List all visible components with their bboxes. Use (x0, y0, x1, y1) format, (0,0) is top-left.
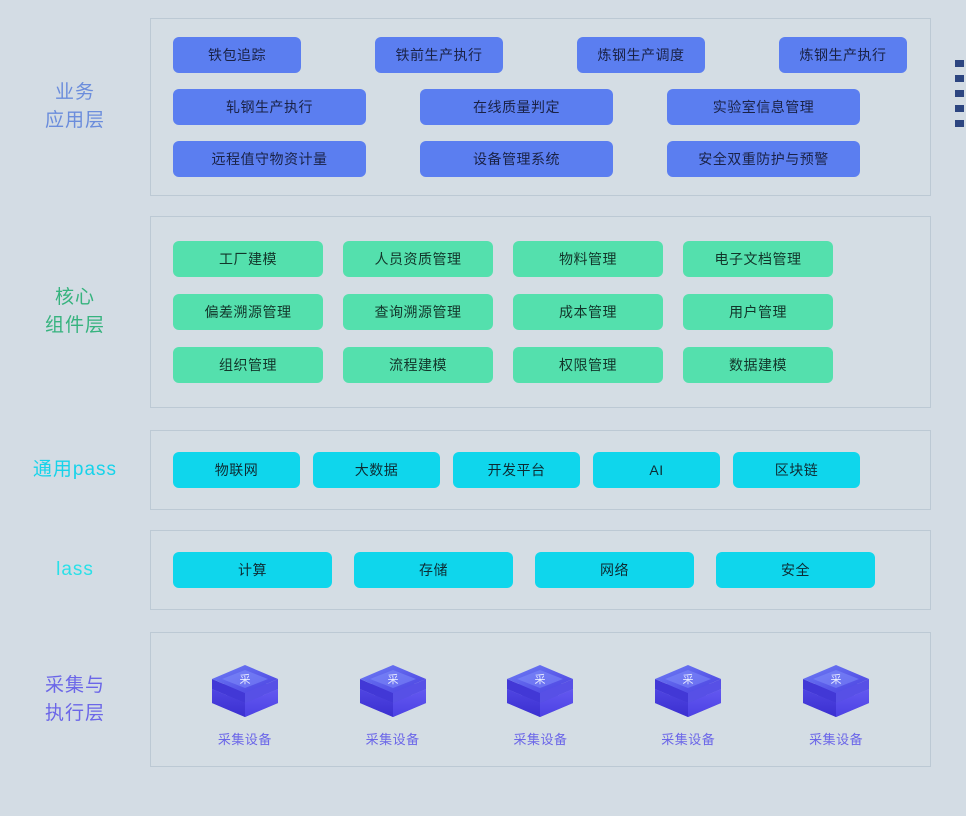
chip-anquan-shuangzhong-fanghu-yu-yujing[interactable]: 安全双重防护与预警 (667, 141, 860, 177)
layer-label-general-paas: 通用pass (32, 459, 118, 481)
device-item[interactable]: 采 采集设备 (623, 657, 753, 748)
chip-liangang-shengchan-diaodu[interactable]: 炼钢生产调度 (577, 37, 705, 73)
layer-panel-business-application: 铁包追踪 铁前生产执行 炼钢生产调度 炼钢生产执行 轧钢生产执行 在线质量判定 … (150, 18, 931, 196)
chip-tiebao-zhuizong[interactable]: 铁包追踪 (173, 37, 301, 73)
device-cube-icon: 采 (797, 657, 875, 719)
chip-ai[interactable]: AI (593, 452, 720, 488)
chip-yuancheng-zhishou-wuzi-jiliang[interactable]: 远程值守物资计量 (173, 141, 366, 177)
chip-row: 轧钢生产执行 在线质量判定 实验室信息管理 (173, 89, 908, 125)
layer-business-application: 业务 应用层 铁包追踪 铁前生产执行 炼钢生产调度 炼钢生产执行 轧钢生产执行 … (0, 18, 966, 196)
device-caption: 采集设备 (809, 732, 864, 747)
svg-text:采: 采 (239, 673, 250, 686)
chip-zhagang-shengchan-zhixing[interactable]: 轧钢生产执行 (173, 89, 366, 125)
chip-chengben-guanli[interactable]: 成本管理 (513, 294, 663, 330)
layer-panel-acquisition-execution: 采 采集设备 (150, 632, 931, 767)
device-cube-icon: 采 (354, 657, 432, 719)
truncated-bullet-markers (950, 60, 966, 127)
chip-yonghu-guanli[interactable]: 用户管理 (683, 294, 833, 330)
bullet-marker (955, 75, 964, 82)
bullet-marker (955, 90, 964, 97)
layer-label-iaas: lass (56, 559, 94, 581)
chip-row: 计算 存储 网络 安全 (173, 552, 908, 588)
layer-core-component: 核心 组件层 工厂建模 人员资质管理 物料管理 电子文档管理 偏差溯源管理 查询… (0, 216, 966, 408)
chip-renyuan-zizhi-guanli[interactable]: 人员资质管理 (343, 241, 493, 277)
layer-label-core-component: 核心 组件层 (44, 287, 105, 336)
chip-quanxian-guanli[interactable]: 权限管理 (513, 347, 663, 383)
svg-text:采: 采 (831, 673, 842, 686)
device-item[interactable]: 采 采集设备 (771, 657, 901, 748)
chip-row: 工厂建模 人员资质管理 物料管理 电子文档管理 (173, 241, 908, 277)
layer-label-acquisition-execution: 采集与 执行层 (44, 674, 105, 724)
device-caption: 采集设备 (365, 732, 420, 747)
device-row: 采 采集设备 (165, 653, 916, 750)
chip-dianzi-wendang-guanli[interactable]: 电子文档管理 (683, 241, 833, 277)
chip-kaifa-pingtai[interactable]: 开发平台 (453, 452, 580, 488)
chip-cunchu[interactable]: 存储 (354, 552, 513, 588)
chip-jisuan[interactable]: 计算 (173, 552, 332, 588)
device-caption: 采集设备 (217, 732, 272, 747)
chip-tieqian-shengchan-zhixing[interactable]: 铁前生产执行 (375, 37, 503, 73)
layer-panel-general-paas: 物联网 大数据 开发平台 AI 区块链 (150, 430, 931, 510)
svg-text:采: 采 (683, 673, 694, 686)
chip-row: 物联网 大数据 开发平台 AI 区块链 (173, 452, 908, 488)
layer-acquisition-execution: 采集与 执行层 (0, 632, 966, 767)
svg-text:采: 采 (535, 673, 546, 686)
device-cube-icon: 采 (206, 657, 284, 719)
device-cube-icon: 采 (649, 657, 727, 719)
chip-wuliao-guanli[interactable]: 物料管理 (513, 241, 663, 277)
device-caption: 采集设备 (513, 732, 568, 747)
device-item[interactable]: 采 采集设备 (328, 657, 458, 748)
layer-panel-core-component: 工厂建模 人员资质管理 物料管理 电子文档管理 偏差溯源管理 查询溯源管理 成本… (150, 216, 931, 408)
chip-liangang-shengchan-zhixing[interactable]: 炼钢生产执行 (779, 37, 907, 73)
bullet-marker (955, 120, 964, 127)
chip-gongchang-jianmo[interactable]: 工厂建模 (173, 241, 323, 277)
chip-wangluo[interactable]: 网络 (535, 552, 694, 588)
layer-iaas: lass 计算 存储 网络 安全 (0, 530, 966, 610)
chip-row: 铁包追踪 铁前生产执行 炼钢生产调度 炼钢生产执行 (173, 37, 908, 73)
chip-anquan[interactable]: 安全 (716, 552, 875, 588)
chip-zuzhi-guanli[interactable]: 组织管理 (173, 347, 323, 383)
layer-label-business-application: 业务 应用层 (44, 82, 105, 131)
bullet-marker (955, 60, 964, 67)
device-item[interactable]: 采 采集设备 (475, 657, 605, 748)
chip-shuju-jianmo[interactable]: 数据建模 (683, 347, 833, 383)
device-item[interactable]: 采 采集设备 (180, 657, 310, 748)
chip-row: 远程值守物资计量 设备管理系统 安全双重防护与预警 (173, 141, 908, 177)
chip-dashuju[interactable]: 大数据 (313, 452, 440, 488)
chip-piancha-suyuan-guanli[interactable]: 偏差溯源管理 (173, 294, 323, 330)
chip-row: 偏差溯源管理 查询溯源管理 成本管理 用户管理 (173, 294, 908, 330)
chip-liucheng-jianmo[interactable]: 流程建模 (343, 347, 493, 383)
chip-row: 组织管理 流程建模 权限管理 数据建模 (173, 347, 908, 383)
bullet-marker (955, 105, 964, 112)
layer-general-paas: 通用pass 物联网 大数据 开发平台 AI 区块链 (0, 430, 966, 510)
svg-text:采: 采 (387, 673, 398, 686)
chip-shebei-guanli-xitong[interactable]: 设备管理系统 (420, 141, 613, 177)
chip-shiyanshi-xinxi-guanli[interactable]: 实验室信息管理 (667, 89, 860, 125)
chip-wulianwang[interactable]: 物联网 (173, 452, 300, 488)
layer-panel-iaas: 计算 存储 网络 安全 (150, 530, 931, 610)
device-caption: 采集设备 (661, 732, 716, 747)
device-cube-icon: 采 (501, 657, 579, 719)
chip-qukuailian[interactable]: 区块链 (733, 452, 860, 488)
chip-zaixian-zhiliang-panding[interactable]: 在线质量判定 (420, 89, 613, 125)
chip-chaxun-suyuan-guanli[interactable]: 查询溯源管理 (343, 294, 493, 330)
